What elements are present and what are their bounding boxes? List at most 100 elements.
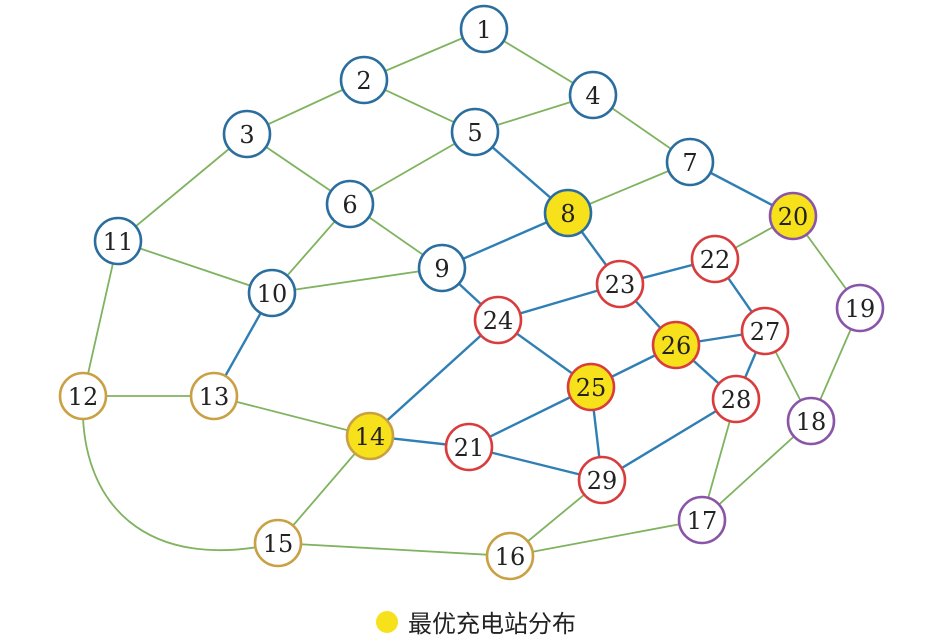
node-7: 7 <box>665 137 715 187</box>
node-21-label: 21 <box>454 434 485 462</box>
node-19-label: 19 <box>845 295 876 323</box>
edge-12-15 <box>81 395 279 552</box>
node-23-label: 23 <box>605 271 636 299</box>
edge-11-12 <box>82 240 119 397</box>
node-12-circle <box>58 371 108 421</box>
node-25-label: 25 <box>576 374 607 402</box>
node-10-label: 10 <box>257 280 288 308</box>
node-20-circle <box>768 191 818 241</box>
node-24-circle <box>473 295 523 345</box>
node-23-circle <box>595 259 645 309</box>
edge-9-10 <box>271 267 443 294</box>
node-22-circle <box>690 234 740 284</box>
node-17: 17 <box>677 495 727 545</box>
node-1: 1 <box>459 4 509 54</box>
node-3-label: 3 <box>239 121 254 149</box>
node-18-label: 18 <box>796 408 827 436</box>
node-14-label: 14 <box>355 423 386 451</box>
node-13-circle <box>189 371 239 421</box>
node-19: 19 <box>835 283 885 333</box>
node-27: 27 <box>740 306 790 356</box>
legend-label: 最优充电站分布 <box>408 610 576 638</box>
edge-18-17 <box>701 420 812 521</box>
node-6-circle <box>325 179 375 229</box>
node-8: 8 <box>543 188 593 238</box>
node-16-circle <box>485 531 535 581</box>
node-26-label: 26 <box>661 332 692 360</box>
node-1-circle <box>459 4 509 54</box>
edge-28-29 <box>601 397 737 482</box>
node-11: 11 <box>93 216 143 266</box>
node-15-label: 15 <box>263 530 294 558</box>
node-1-label: 1 <box>476 16 491 44</box>
node-26: 26 <box>651 320 701 370</box>
node-19-circle <box>835 283 885 333</box>
node-22: 22 <box>690 234 740 284</box>
node-27-label: 27 <box>750 318 781 346</box>
edge-3-11 <box>117 133 248 242</box>
node-7-circle <box>665 137 715 187</box>
node-14: 14 <box>345 411 395 461</box>
edge-11-10 <box>117 240 273 294</box>
node-20: 20 <box>768 191 818 241</box>
node-21-circle <box>444 422 494 472</box>
node-25-circle <box>566 362 616 412</box>
node-29-circle <box>577 455 627 505</box>
node-6-label: 6 <box>342 191 357 219</box>
node-8-label: 8 <box>560 200 575 228</box>
node-28: 28 <box>711 374 761 424</box>
node-16: 16 <box>485 531 535 581</box>
node-13-label: 13 <box>199 383 230 411</box>
node-16-label: 16 <box>495 543 526 571</box>
edge-13-14 <box>213 395 371 437</box>
node-11-label: 11 <box>103 228 134 256</box>
node-4: 4 <box>568 70 618 120</box>
node-25: 25 <box>566 362 616 412</box>
node-28-circle <box>711 374 761 424</box>
edge-16-17 <box>509 519 703 557</box>
node-4-circle <box>568 70 618 120</box>
node-4-label: 4 <box>585 82 600 110</box>
node-29-label: 29 <box>587 467 618 495</box>
node-14-circle <box>345 411 395 461</box>
node-8-circle <box>543 188 593 238</box>
node-7-label: 7 <box>682 149 697 177</box>
node-28-label: 28 <box>721 386 752 414</box>
node-15: 15 <box>253 518 303 568</box>
edge-24-14 <box>369 319 499 437</box>
node-11-circle <box>93 216 143 266</box>
node-18-circle <box>786 396 836 446</box>
node-10: 10 <box>247 268 297 318</box>
node-24-label: 24 <box>483 307 514 335</box>
node-20-label: 20 <box>778 203 809 231</box>
node-3: 3 <box>222 109 272 159</box>
node-10-circle <box>247 268 297 318</box>
node-29: 29 <box>577 455 627 505</box>
node-22-label: 22 <box>700 246 731 274</box>
node-18: 18 <box>786 396 836 446</box>
node-9-circle <box>417 243 467 293</box>
node-24: 24 <box>473 295 523 345</box>
node-17-label: 17 <box>687 507 718 535</box>
node-23: 23 <box>595 259 645 309</box>
edge-15-16 <box>277 542 511 557</box>
node-2-label: 2 <box>356 67 371 95</box>
node-3-circle <box>222 109 272 159</box>
node-6: 6 <box>325 179 375 229</box>
node-2-circle <box>339 55 389 105</box>
node-17-circle <box>677 495 727 545</box>
node-5-circle <box>450 107 500 157</box>
node-15-circle <box>253 518 303 568</box>
node-12: 12 <box>58 371 108 421</box>
node-5-label: 5 <box>467 119 482 147</box>
node-2: 2 <box>339 55 389 105</box>
node-5: 5 <box>450 107 500 157</box>
node-12-label: 12 <box>68 383 99 411</box>
node-26-circle <box>651 320 701 370</box>
node-9: 9 <box>417 243 467 293</box>
node-13: 13 <box>189 371 239 421</box>
node-27-circle <box>740 306 790 356</box>
